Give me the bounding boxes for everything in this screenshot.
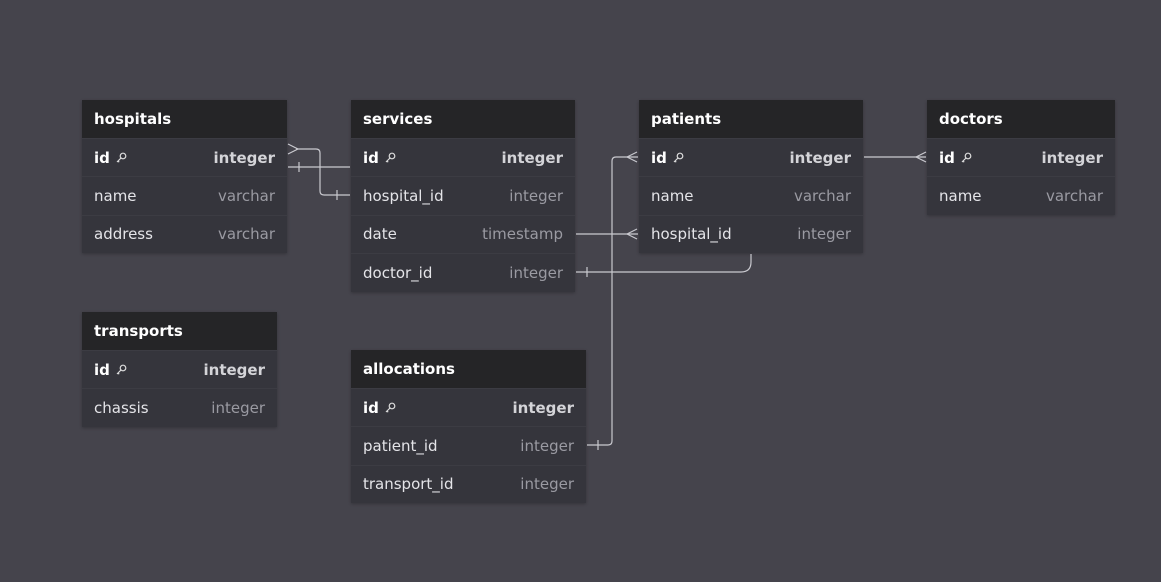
field-type: varchar: [217, 187, 275, 206]
table-services[interactable]: services id integer hospital_id integer …: [351, 100, 575, 292]
field-type: varchar: [217, 225, 275, 244]
field-type: integer: [520, 437, 574, 456]
field-row[interactable]: date timestamp: [351, 214, 575, 253]
field-name: hospital_id: [363, 187, 444, 206]
field-row[interactable]: name varchar: [82, 176, 287, 214]
field-name: doctor_id: [363, 263, 433, 282]
field-name: name: [651, 187, 694, 206]
field-type: integer: [1041, 148, 1103, 167]
field-row[interactable]: chassis integer: [82, 388, 277, 426]
field-type: integer: [509, 263, 563, 282]
table-allocations[interactable]: allocations id integer patient_id intege…: [351, 350, 586, 504]
key-icon: [115, 152, 127, 164]
field-row[interactable]: hospital_id integer: [639, 214, 863, 253]
field-row[interactable]: id integer: [927, 138, 1115, 176]
field-type: integer: [509, 187, 563, 206]
field-type: integer: [789, 148, 851, 167]
key-icon: [115, 364, 127, 376]
table-doctors[interactable]: doctors id integer name varchar: [927, 100, 1115, 215]
table-transports[interactable]: transports id integer chassis integer: [82, 312, 277, 427]
field-name: id: [651, 149, 684, 167]
field-row[interactable]: id integer: [82, 138, 287, 176]
field-name: date: [363, 225, 397, 244]
field-type: integer: [203, 360, 265, 379]
relation-services-doctor: [576, 254, 752, 273]
field-name: name: [939, 187, 982, 206]
field-row[interactable]: id integer: [351, 388, 586, 426]
field-row[interactable]: name varchar: [927, 176, 1115, 214]
field-type: varchar: [1045, 187, 1103, 206]
field-name: address: [94, 225, 153, 244]
relation-hospital-services: [296, 148, 350, 196]
key-icon: [384, 402, 396, 414]
table-header[interactable]: doctors: [927, 100, 1115, 138]
field-name: patient_id: [363, 437, 438, 456]
key-icon: [384, 152, 396, 164]
field-name: id: [939, 149, 972, 167]
field-name: id: [363, 149, 396, 167]
table-header[interactable]: patients: [639, 100, 863, 138]
table-hospitals[interactable]: hospitals id integer name varchar addres…: [82, 100, 287, 254]
key-icon: [672, 152, 684, 164]
field-type: integer: [213, 148, 275, 167]
field-name: id: [363, 399, 396, 417]
table-header[interactable]: allocations: [351, 350, 586, 388]
field-row[interactable]: transport_id integer: [351, 464, 586, 503]
field-type: varchar: [793, 187, 851, 206]
table-patients[interactable]: patients id integer name varchar hospita…: [639, 100, 863, 254]
table-header[interactable]: hospitals: [82, 100, 287, 138]
relation-allocations-patients: [587, 156, 638, 446]
field-name: name: [94, 187, 137, 206]
field-name: id: [94, 149, 127, 167]
field-type: integer: [797, 225, 851, 244]
field-row[interactable]: doctor_id integer: [351, 253, 575, 291]
field-row[interactable]: id integer: [639, 138, 863, 176]
field-row[interactable]: patient_id integer: [351, 426, 586, 464]
key-icon: [960, 152, 972, 164]
field-row[interactable]: address varchar: [82, 214, 287, 253]
field-type: integer: [211, 399, 265, 418]
field-row[interactable]: id integer: [82, 350, 277, 388]
field-name: chassis: [94, 399, 149, 418]
table-header[interactable]: transports: [82, 312, 277, 350]
field-type: integer: [501, 148, 563, 167]
field-row[interactable]: id integer: [351, 138, 575, 176]
field-name: id: [94, 361, 127, 379]
field-type: timestamp: [482, 225, 563, 244]
field-name: transport_id: [363, 475, 454, 494]
field-row[interactable]: name varchar: [639, 176, 863, 214]
field-type: integer: [512, 398, 574, 417]
field-name: hospital_id: [651, 225, 732, 244]
table-header[interactable]: services: [351, 100, 575, 138]
field-type: integer: [520, 475, 574, 494]
field-row[interactable]: hospital_id integer: [351, 176, 575, 214]
